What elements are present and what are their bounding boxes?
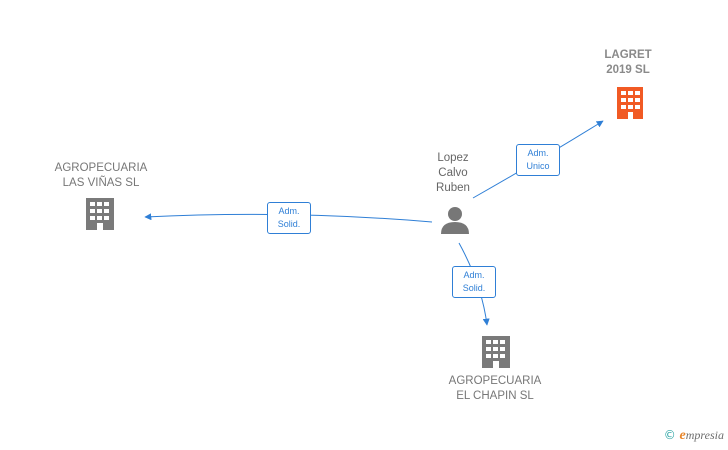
company-label-el-chapin[interactable]: AGROPECUARIA EL CHAPIN SL <box>448 375 542 402</box>
brand-logo-initial: e <box>679 428 686 443</box>
edge-label-to-lagret: Adm. Unico <box>516 144 560 176</box>
building-icon-lagret[interactable] <box>617 87 643 119</box>
edge-label-to-el-chapin: Adm. Solid. <box>452 266 496 298</box>
building-icon-las-vinas[interactable] <box>86 198 114 230</box>
building-icon-el-chapin[interactable] <box>482 336 510 368</box>
brand-footer: © empresia <box>664 428 724 444</box>
person-icon[interactable] <box>441 207 469 234</box>
company-label-lagret[interactable]: LAGRET 2019 SL <box>604 49 652 76</box>
company-label-las-vinas[interactable]: AGROPECUARIA LAS VIÑAS SL <box>54 162 148 189</box>
brand-logo-text: mpresia <box>685 428 724 442</box>
copyright-symbol: © <box>663 428 676 442</box>
edge-label-to-las-vinas: Adm. Solid. <box>267 202 311 234</box>
person-name-label[interactable]: Lopez Calvo Ruben <box>436 152 470 194</box>
